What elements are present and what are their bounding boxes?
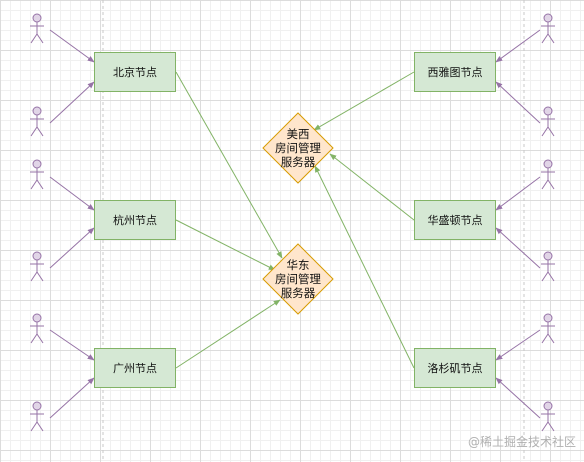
node-seattle[interactable]: 西雅图节点 <box>414 52 496 92</box>
edge-user-beijing-1 <box>49 29 95 63</box>
edge-user-seattle-1 <box>495 29 541 63</box>
edge-user-washington-1 <box>495 176 541 211</box>
node-label: 杭州节点 <box>113 214 157 227</box>
node-label: 华盛顿节点 <box>427 214 483 227</box>
node-guangzhou[interactable]: 广州节点 <box>94 348 176 388</box>
watermark: @稀土掘金技术社区 <box>467 435 576 449</box>
node-label: 洛杉矶节点 <box>427 362 483 375</box>
user-actor-icon <box>541 159 555 190</box>
edge-guangzhou-east-china <box>175 299 281 369</box>
node-los-angeles[interactable]: 洛杉矶节点 <box>414 348 496 388</box>
user-actor-icon <box>30 13 44 44</box>
edge-beijing-east-china <box>175 71 283 259</box>
node-label: 北京节点 <box>113 66 157 79</box>
server-east-china-line-2: 房间管理 <box>275 272 321 286</box>
user-actor-icon <box>30 159 44 190</box>
node-beijing[interactable]: 北京节点 <box>94 52 176 92</box>
node-hangzhou[interactable]: 杭州节点 <box>94 200 176 240</box>
edge-user-hangzhou-2 <box>49 227 95 269</box>
edge-hangzhou-east-china <box>175 219 276 271</box>
server-east-china-diamond[interactable] <box>262 243 334 315</box>
edge-seattle-us-west <box>313 71 415 131</box>
edge-los-angeles-us-west <box>314 165 415 369</box>
server-east-china-label: 华东 房间管理 服务器 <box>258 258 338 300</box>
edge-user-washington-2 <box>495 227 541 269</box>
server-east-china-line-3: 服务器 <box>280 286 316 300</box>
user-actor-icon <box>541 401 555 432</box>
node-washington[interactable]: 华盛顿节点 <box>414 200 496 240</box>
user-actor-icon <box>541 251 555 282</box>
node-label: 西雅图节点 <box>427 66 483 79</box>
node-label: 广州节点 <box>113 362 157 375</box>
server-us-west-line-3: 服务器 <box>280 155 316 169</box>
server-east-china-line-1: 华东 <box>286 258 310 272</box>
edge-user-seattle-2 <box>495 81 541 124</box>
edge-user-los-angeles-1 <box>495 329 541 361</box>
user-actor-icon <box>30 401 44 432</box>
user-actor-icon <box>30 106 44 137</box>
user-actor-icon <box>30 251 44 282</box>
actors <box>30 13 555 432</box>
server-us-west-label: 美西 房间管理 服务器 <box>258 127 338 169</box>
edge-user-los-angeles-2 <box>495 377 541 419</box>
user-actor-icon <box>541 13 555 44</box>
user-actor-icon <box>541 106 555 137</box>
edge-user-beijing-2 <box>49 81 95 124</box>
edge-user-guangzhou-1 <box>49 329 95 361</box>
user-actor-icon <box>541 313 555 344</box>
user-edges-left <box>49 29 95 419</box>
server-us-west-line-2: 房间管理 <box>275 141 321 155</box>
server-edges <box>175 71 415 369</box>
edge-user-guangzhou-2 <box>49 377 95 419</box>
edge-user-hangzhou-1 <box>49 176 95 211</box>
edge-washington-us-west <box>329 153 415 221</box>
server-us-west-line-1: 美西 <box>286 127 310 141</box>
user-actor-icon <box>30 313 44 344</box>
server-us-west-diamond[interactable] <box>262 112 334 184</box>
user-edges-right <box>495 29 541 419</box>
